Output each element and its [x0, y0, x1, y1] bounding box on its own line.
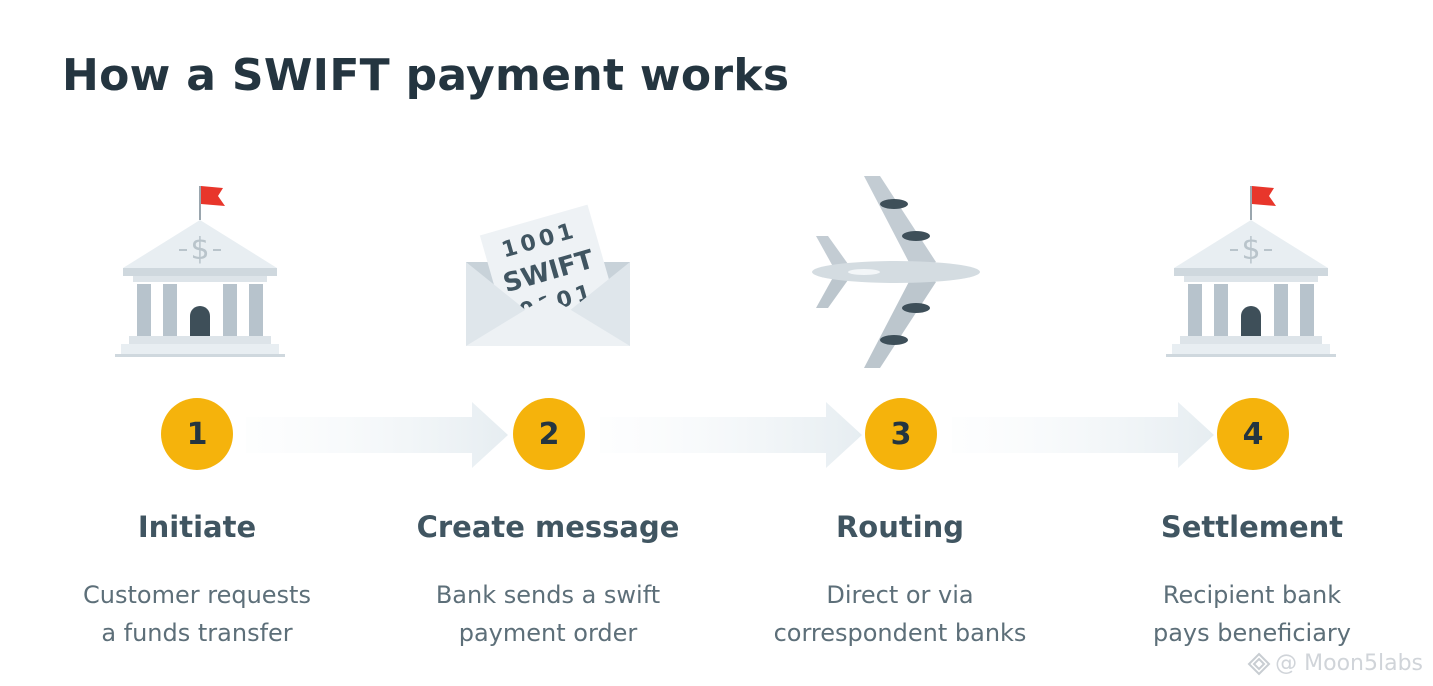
step-number-badge: 3 — [865, 398, 937, 470]
step-number-badge: 4 — [1217, 398, 1289, 470]
step-description-line: a funds transfer — [101, 619, 293, 647]
arrow-icon — [952, 402, 1214, 468]
step-description-line: pays beneficiary — [1152, 619, 1351, 647]
arrow-icon — [246, 402, 508, 468]
bank-icon: $ — [115, 186, 285, 357]
step-number-badge: 2 — [513, 398, 585, 470]
step-description: Recipient bank pays beneficiary — [1072, 576, 1432, 652]
step-description: Direct or via correspondent banks — [720, 576, 1080, 652]
svg-text:$: $ — [1241, 232, 1260, 267]
step-description-line: correspondent banks — [773, 619, 1027, 647]
arrow-icon — [600, 402, 862, 468]
step-description: Bank sends a swift payment order — [368, 576, 728, 652]
step-title: Routing — [835, 510, 965, 544]
envelope-icon: 1001 SWIFT 0101 — [466, 204, 630, 346]
bank-icon: $ — [1166, 186, 1336, 357]
step-description-line: Bank sends a swift — [435, 581, 661, 609]
step-number-badge: 1 — [161, 398, 233, 470]
step-description: Customer requests a funds transfer — [17, 576, 377, 652]
step-title: Initiate — [137, 510, 257, 544]
step-title: Settlement — [1160, 510, 1344, 544]
watermark-text: @ Moon5labs — [1275, 651, 1423, 676]
step-description-line: Direct or via — [826, 581, 974, 609]
airplane-icon — [812, 176, 980, 368]
step-description-line: payment order — [458, 619, 638, 647]
flag-icon — [201, 186, 225, 206]
svg-text:$: $ — [190, 232, 209, 267]
step-title: Create message — [416, 510, 680, 544]
step-description-line: Recipient bank — [1162, 581, 1342, 609]
diamond-logo-icon — [1247, 652, 1271, 675]
flag-icon — [1252, 186, 1276, 206]
page-title: How a SWIFT payment works — [62, 50, 790, 101]
step-description-line: Customer requests — [83, 581, 311, 609]
watermark: @ Moon5labs — [1247, 651, 1423, 676]
